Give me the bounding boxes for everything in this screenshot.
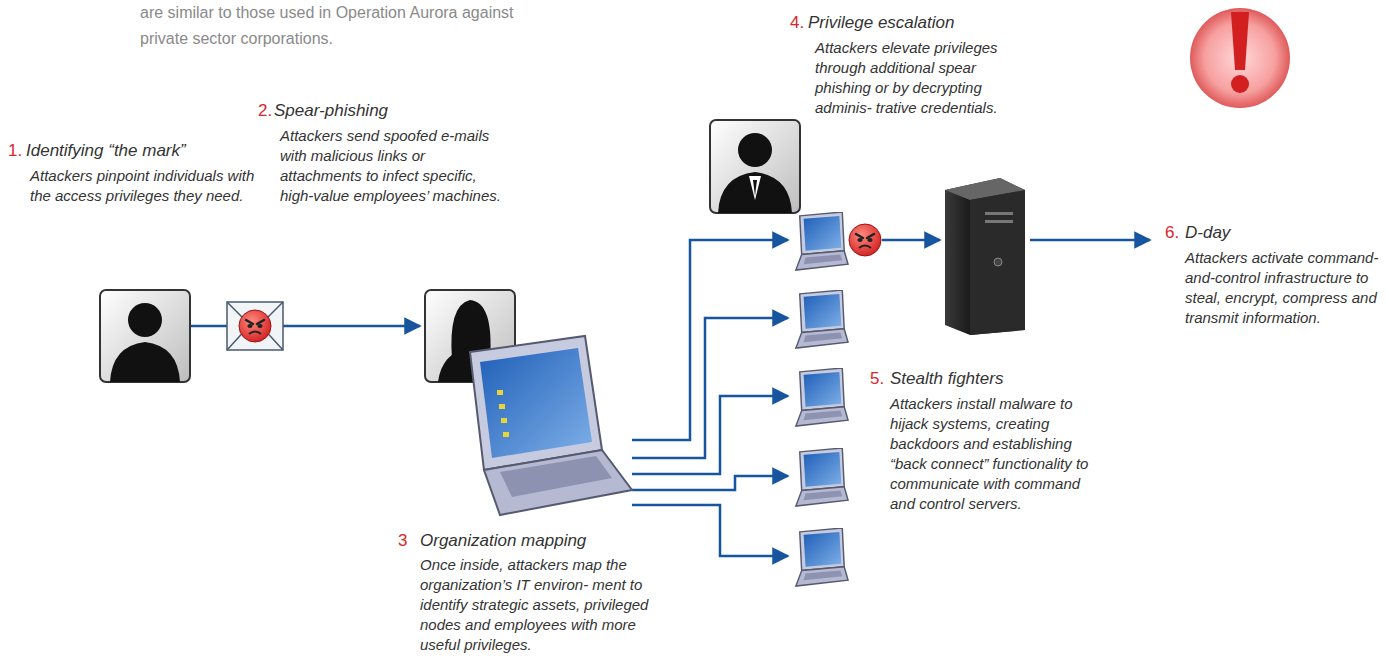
server — [945, 178, 1025, 335]
infected-laptop — [470, 336, 632, 515]
step-number: 6. — [1165, 222, 1179, 244]
step-number: 2. — [258, 100, 272, 122]
workstation — [796, 528, 848, 586]
phishing-envelope — [227, 302, 283, 350]
alarm-icon — [1190, 8, 1290, 108]
malware-icon — [849, 224, 881, 256]
workstation — [796, 212, 848, 270]
step-body: Attackers pinpoint individuals with the … — [30, 166, 270, 206]
step-heading: D-day — [1185, 222, 1375, 244]
step-number: 1. — [8, 140, 22, 162]
workstation — [796, 290, 848, 348]
step-body: Attackers elevate privileges through add… — [815, 38, 1000, 118]
step-body: Attackers activate command-and-control i… — [1185, 248, 1380, 328]
step-heading: Organization mapping — [420, 530, 660, 552]
step-heading: Stealth fighters — [890, 368, 1110, 390]
workstation — [796, 368, 848, 426]
step-body: Attackers send spoofed e-mails with mali… — [280, 126, 510, 206]
step-heading: Privilege escalation — [808, 12, 998, 34]
attacker-portrait — [100, 290, 190, 382]
caption-text: are similar to those used in Operation A… — [140, 0, 560, 52]
step-number: 5. — [870, 368, 884, 390]
step-number: 4. — [790, 12, 804, 34]
step-heading: Spear-phishing — [274, 100, 494, 122]
workstation — [796, 448, 848, 506]
step-heading: Identifying “the mark” — [26, 140, 266, 162]
step-number: 3 — [398, 530, 407, 552]
step-body: Attackers install malware to hijack syst… — [890, 394, 1105, 514]
admin-portrait — [710, 120, 800, 213]
step-body: Once inside, attackers map the organizat… — [420, 555, 650, 655]
